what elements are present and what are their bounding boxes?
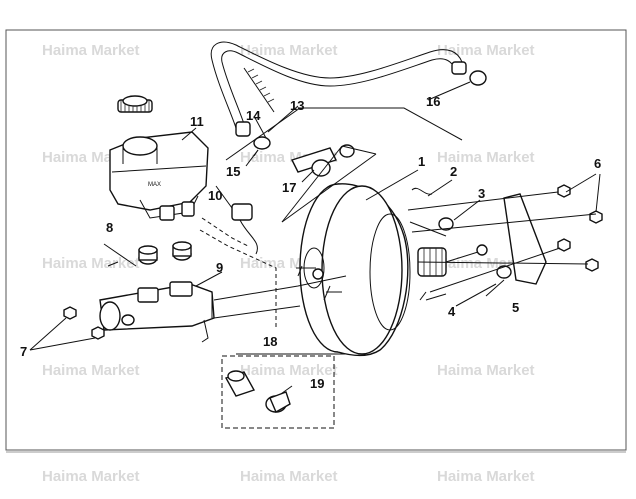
callout-15: 15 — [226, 164, 240, 179]
fluid-level-sensor — [201, 203, 258, 255]
booster-seal — [438, 217, 454, 231]
watermark: Haima Market — [42, 42, 140, 59]
diagram-frame — [5, 29, 627, 451]
brake-fluid-reservoir: MAX — [109, 131, 209, 221]
callout-3: 3 — [478, 186, 485, 201]
callout-19: 19 — [310, 376, 324, 391]
svg-text:MAX: MAX — [148, 182, 161, 188]
booster-nuts — [557, 184, 603, 272]
watermark: Haima Market — [42, 255, 140, 272]
booster-studs — [107, 261, 427, 301]
callout-18: 18 — [263, 334, 277, 349]
master-cylinder — [99, 281, 215, 343]
watermark: Haima Market — [240, 42, 338, 59]
vacuum-hose — [210, 41, 467, 137]
watermark: Haima Market — [240, 468, 338, 485]
hose-clip — [243, 67, 275, 113]
watermark: Haima Market — [437, 42, 535, 59]
watermark-layer: Haima Market Haima Market Haima Market H… — [42, 42, 535, 485]
callout-16: 16 — [426, 94, 440, 109]
callout-14: 14 — [246, 108, 261, 123]
watermark: Haima Market — [42, 362, 140, 379]
booster-gasket — [496, 193, 547, 285]
callout-10: 10 — [208, 188, 222, 203]
callout-17: 17 — [282, 180, 296, 195]
callout-1: 1 — [418, 154, 425, 169]
callout-7: 7 — [20, 344, 27, 359]
repair-kit-box — [221, 355, 335, 429]
clevis-pin — [411, 187, 433, 195]
callout-13: 13 — [290, 98, 304, 113]
mounting-nuts — [29, 306, 105, 351]
watermark: Haima Market — [437, 149, 535, 166]
watermark: Haima Market — [437, 255, 535, 272]
reservoir-grommets — [103, 241, 192, 267]
hose-end-fitting — [451, 61, 467, 75]
callout-6: 6 — [594, 156, 601, 171]
callout-9: 9 — [216, 260, 223, 275]
watermark: Haima Market — [240, 362, 338, 379]
brake-booster — [296, 183, 411, 357]
watermark: Haima Market — [42, 468, 140, 485]
callout-2: 2 — [450, 164, 457, 179]
callout-labels: 1 2 3 4 5 6 7 8 9 10 11 18 13 14 15 16 1… — [20, 94, 601, 391]
callout-5: 5 — [512, 300, 519, 315]
watermark: Haima Market — [437, 468, 535, 485]
callout-8: 8 — [106, 220, 113, 235]
hose-end-fitting — [235, 121, 251, 137]
callout-4: 4 — [448, 304, 456, 319]
hose-clamp — [469, 70, 487, 86]
leader-lines — [181, 81, 601, 397]
callout-11: 11 — [190, 114, 204, 129]
watermark: Haima Market — [437, 362, 535, 379]
reservoir-cap — [117, 95, 153, 113]
